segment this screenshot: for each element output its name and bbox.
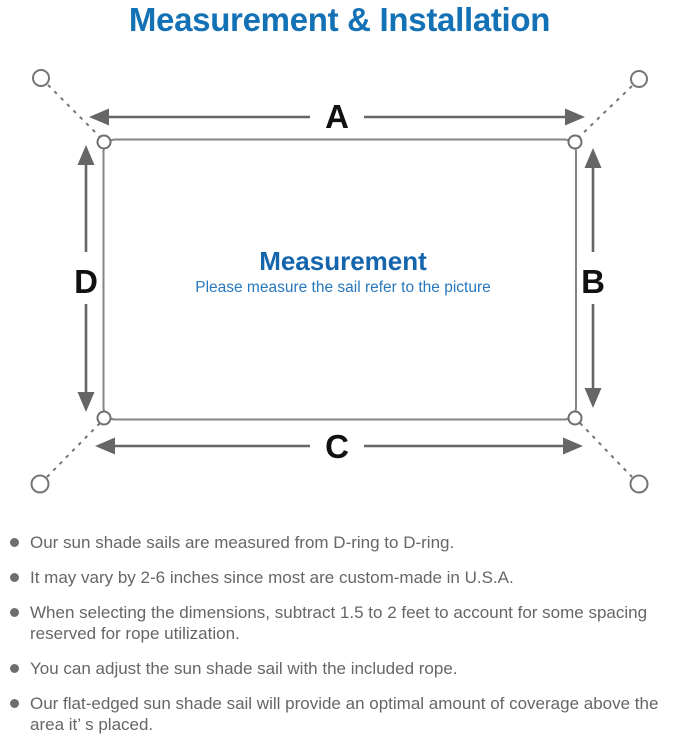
anchor-point-icon-bottom-right xyxy=(629,474,649,494)
anchor-point-icon-bottom-left xyxy=(30,474,50,494)
bullet-dot-icon xyxy=(10,608,19,617)
arrow-a-head-right-icon xyxy=(565,108,585,126)
anchor-points xyxy=(30,69,649,494)
rope-line-bottom-left xyxy=(46,422,101,478)
list-item: Our sun shade sails are measured from D-… xyxy=(10,532,670,553)
bullet-dot-icon xyxy=(10,538,19,547)
dimension-label-d: D xyxy=(74,263,98,300)
rope-line-top-left xyxy=(47,84,101,138)
list-item: Our flat-edged sun shade sail will provi… xyxy=(10,693,670,735)
list-item-text: When selecting the dimensions, subtract … xyxy=(30,603,648,643)
arrow-d-head-top-icon xyxy=(77,145,95,165)
list-item-text: It may vary by 2-6 inches since most are… xyxy=(30,568,514,587)
arrow-a-head-left-icon xyxy=(89,108,109,126)
dimension-label-b: B xyxy=(581,263,605,300)
d-ring-icon-top-left xyxy=(96,134,112,150)
dimension-label-a: A xyxy=(325,98,349,135)
diagram-center-title: Measurement xyxy=(259,246,427,276)
sail-outline xyxy=(102,138,577,421)
rope-dashed-lines xyxy=(46,84,633,478)
d-ring-icon-bottom-left xyxy=(96,410,112,426)
list-item: When selecting the dimensions, subtract … xyxy=(10,602,670,644)
bullet-dot-icon xyxy=(10,664,19,673)
dimension-label-c: C xyxy=(325,428,349,465)
list-item-text: Our flat-edged sun shade sail will provi… xyxy=(30,694,659,734)
instruction-list: Our sun shade sails are measured from D-… xyxy=(10,532,670,739)
rope-line-top-right xyxy=(578,85,633,138)
anchor-point-icon-top-right xyxy=(630,70,648,88)
d-ring-icon-top-right xyxy=(567,134,583,150)
arrow-b-head-top-icon xyxy=(584,148,602,168)
list-item: It may vary by 2-6 inches since most are… xyxy=(10,567,670,588)
bullet-dot-icon xyxy=(10,573,19,582)
rope-line-bottom-right xyxy=(579,422,633,478)
list-item-text: You can adjust the sun shade sail with t… xyxy=(30,659,458,678)
d-rings xyxy=(96,134,583,426)
list-item: You can adjust the sun shade sail with t… xyxy=(10,658,670,679)
arrow-c-head-left-icon xyxy=(95,437,115,455)
d-ring-icon-bottom-right xyxy=(567,410,583,426)
anchor-point-icon-top-left xyxy=(32,69,50,87)
list-item-text: Our sun shade sails are measured from D-… xyxy=(30,533,455,552)
measurement-diagram: A B C D Measurement Please measure the s… xyxy=(30,69,649,494)
bullet-dot-icon xyxy=(10,699,19,708)
arrow-c-head-right-icon xyxy=(563,437,583,455)
diagram-center-subtitle: Please measure the sail refer to the pic… xyxy=(195,279,491,296)
page-title: Measurement & Installation xyxy=(128,1,551,38)
arrow-b-head-bottom-icon xyxy=(584,388,602,408)
arrow-d-head-bottom-icon xyxy=(77,392,95,412)
